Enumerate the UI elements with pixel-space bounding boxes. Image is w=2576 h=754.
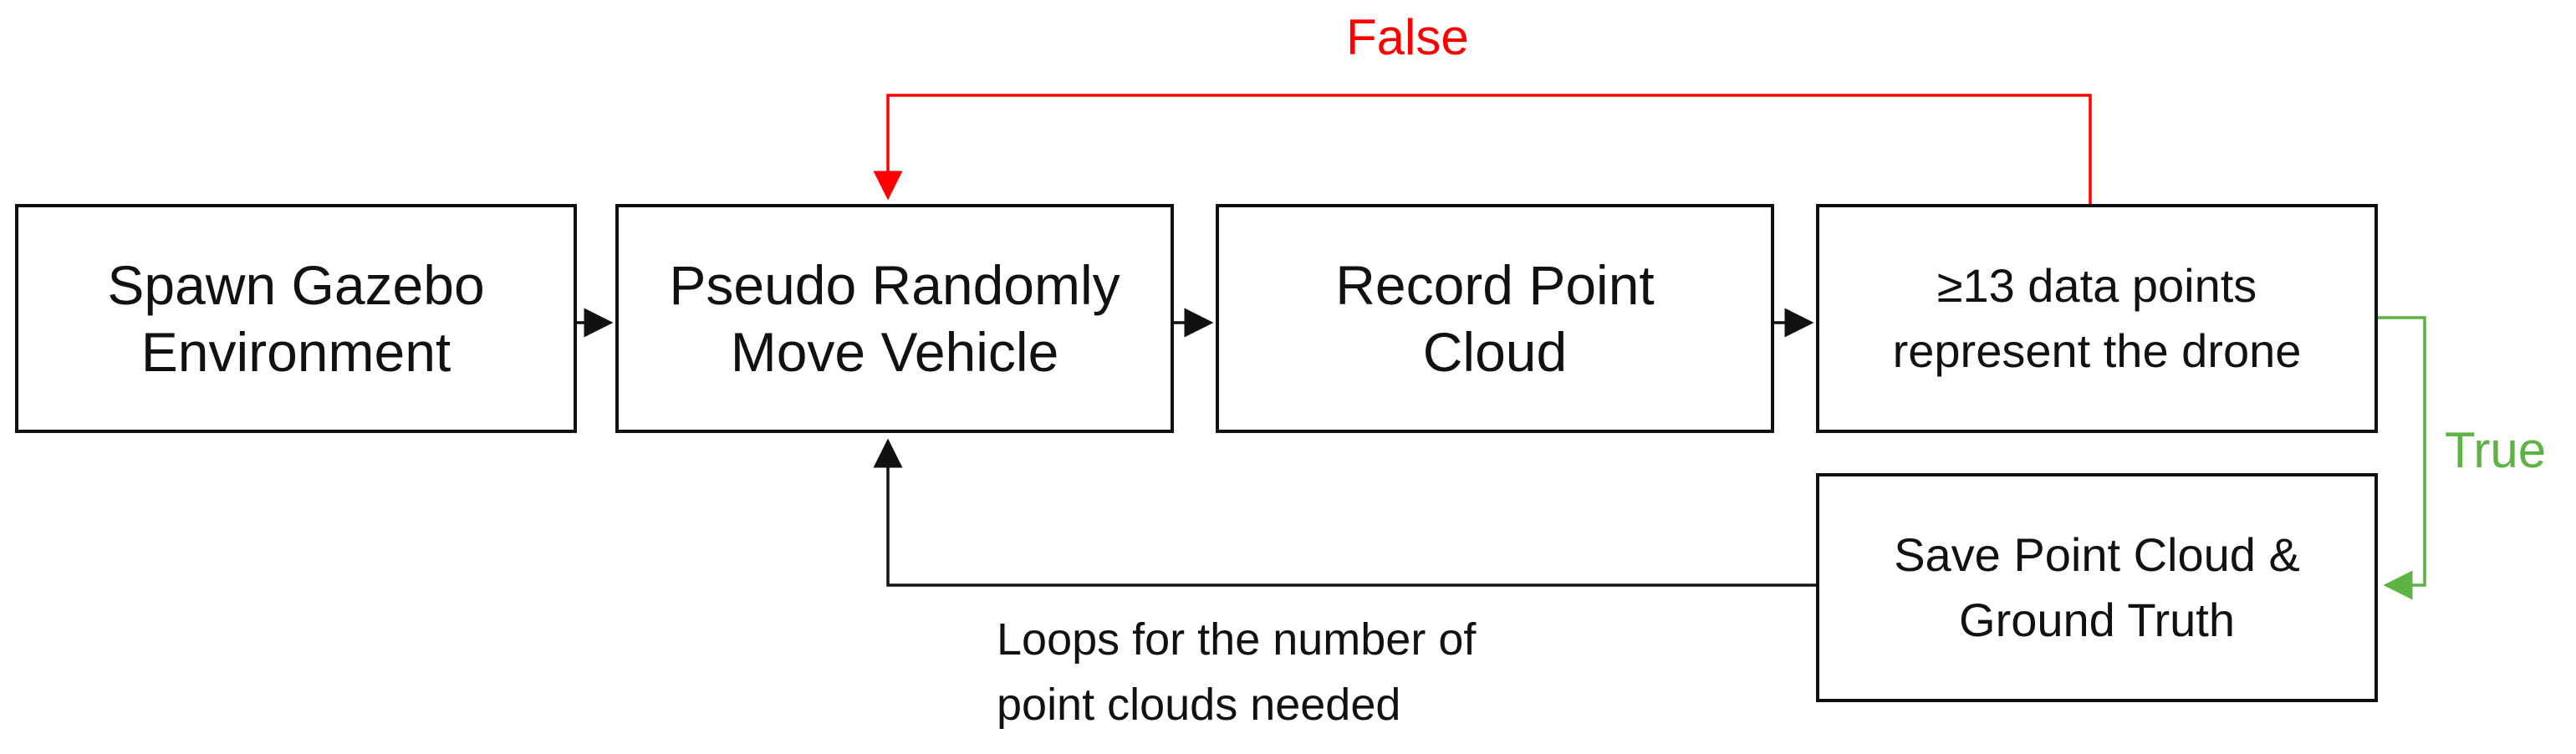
arrow-true-check-to-save — [2378, 316, 2426, 600]
node-move-vehicle: Pseudo Randomly Move Vehicle — [615, 204, 1174, 433]
node-record-point-cloud: Record Point Cloud — [1216, 204, 1774, 433]
node-check-label: ≥13 data points represent the drone — [1892, 259, 2302, 377]
false-edge-label: False — [1346, 9, 1469, 65]
true-edge-label: True — [2445, 422, 2547, 478]
loop-edge-label: Loops for the number of point clouds nee… — [997, 614, 1477, 730]
node-move-label: Pseudo Randomly Move Vehicle — [669, 254, 1120, 383]
arrow-loop-save-to-move — [873, 438, 1816, 587]
node-record-label: Record Point Cloud — [1335, 254, 1655, 383]
node-save-label: Save Point Cloud & Ground Truth — [1894, 528, 2300, 646]
node-data-point-check: ≥13 data points represent the drone — [1816, 204, 2378, 433]
arrow-false-check-to-move — [873, 94, 2092, 204]
node-spawn-label: Spawn Gazebo Environment — [107, 254, 485, 383]
node-save-point-cloud: Save Point Cloud & Ground Truth — [1816, 473, 2378, 702]
node-spawn-environment: Spawn Gazebo Environment — [15, 204, 577, 433]
